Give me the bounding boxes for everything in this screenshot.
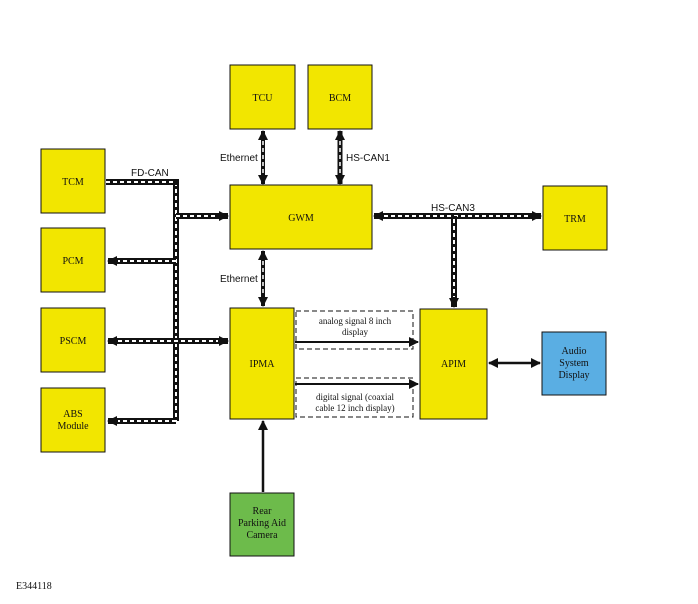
module-abs: ABS Module — [40, 387, 106, 453]
hs-can3-label: HS-CAN3 — [431, 203, 475, 214]
module-gwm-label: GWM — [288, 213, 314, 224]
module-ipma: IPMA — [229, 307, 295, 420]
digital-signal-label-1: digital signal (coaxial — [316, 392, 394, 402]
hs-can1-label: HS-CAN1 — [346, 153, 390, 164]
module-rear-camera: Rear Parking Aid Camera — [229, 492, 295, 557]
fd-can-label: FD-CAN — [131, 168, 169, 179]
digital-signal-label-2: cable 12 inch display) — [315, 403, 394, 413]
module-abs-label-1: ABS — [63, 409, 82, 420]
camera-label-1: Rear — [253, 506, 273, 517]
ethernet-top-label: Ethernet — [220, 153, 258, 164]
camera-label-3: Camera — [246, 530, 278, 541]
module-pscm: PSCM — [40, 307, 106, 373]
digital-signal-box — [295, 377, 414, 418]
display-label-1: Audio — [562, 346, 587, 357]
analog-signal-label-2: display — [342, 327, 368, 337]
module-bcm: BCM — [307, 64, 373, 130]
module-tcm: TCM — [40, 148, 106, 214]
module-trm-label: TRM — [564, 214, 586, 225]
module-tcu: TCU — [229, 64, 296, 130]
module-gwm: GWM — [229, 184, 373, 250]
module-trm: TRM — [542, 185, 608, 251]
ethernet-bottom-label: Ethernet — [220, 274, 258, 285]
analog-signal-label-1: analog signal 8 inch — [319, 316, 392, 326]
module-pscm-label: PSCM — [60, 336, 87, 347]
display-label-3: Display — [558, 370, 589, 381]
module-tcm-label: TCM — [62, 177, 84, 188]
module-bcm-label: BCM — [329, 93, 351, 104]
module-pcm: PCM — [40, 227, 106, 293]
module-apim: APIM — [419, 308, 488, 420]
camera-label-2: Parking Aid — [238, 518, 286, 529]
module-apim-label: APIM — [441, 359, 466, 370]
module-ipma-label: IPMA — [249, 359, 275, 370]
module-audio-display: Audio System Display — [541, 331, 607, 396]
module-abs-label-2: Module — [57, 421, 89, 432]
module-tcu-label: TCU — [253, 93, 274, 104]
module-pcm-label: PCM — [62, 256, 83, 267]
display-label-2: System — [559, 358, 589, 369]
figure-id: E344118 — [16, 581, 52, 592]
analog-signal-box — [295, 310, 414, 350]
